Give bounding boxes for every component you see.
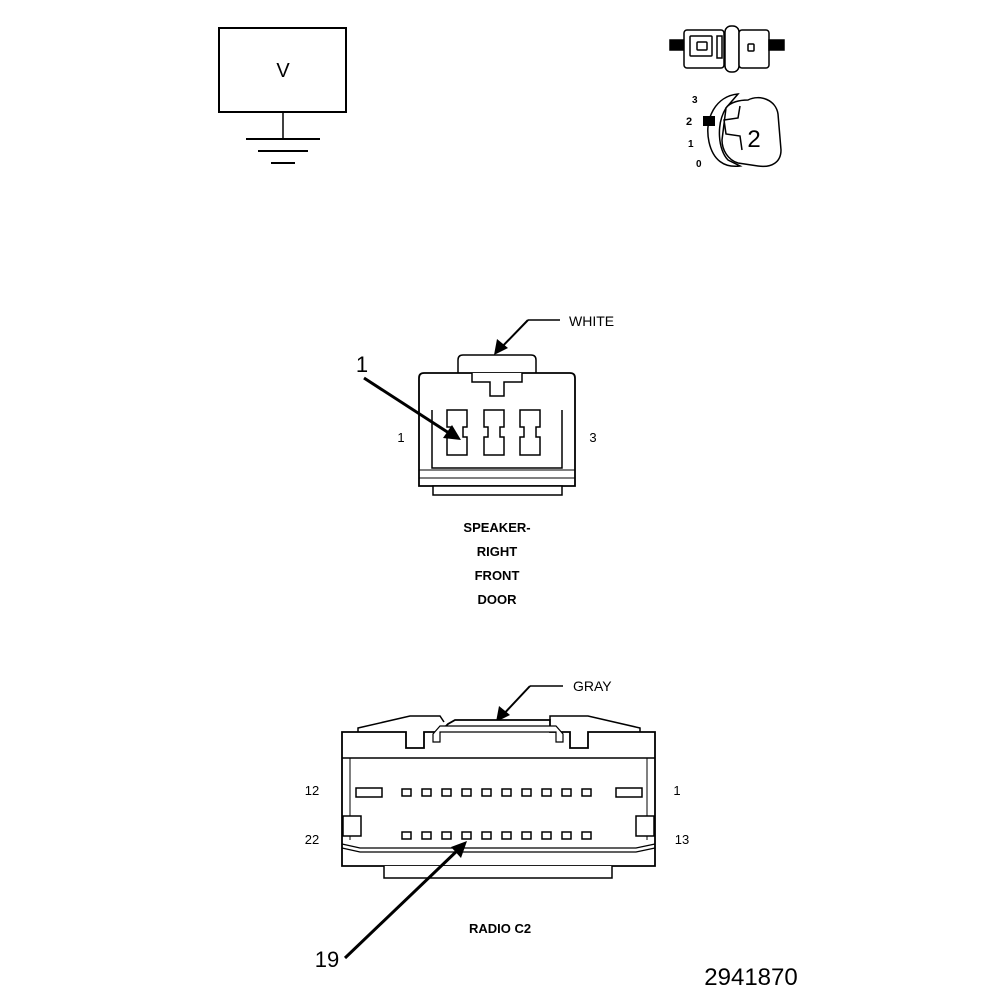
voltmeter-label: V (276, 60, 290, 82)
speaker-connector-color: WHITE (569, 313, 614, 329)
speaker-pin-cavities (446, 409, 541, 456)
voltmeter-symbol: V (218, 27, 347, 164)
ignition-position-1: 1 (688, 139, 694, 150)
speaker-connector-name-line-3: FRONT (475, 568, 520, 583)
ground-icon (246, 138, 320, 164)
ignition-position-2: 2 (686, 116, 692, 128)
speaker-connector-name-line-1: SPEAKER- (463, 520, 530, 535)
radio-pin-row-bottom (401, 831, 592, 840)
radio-bottom-right-pin-label: 13 (675, 832, 689, 847)
radio-connector-name: RADIO C2 (469, 921, 531, 936)
ignition-position-0: 0 (696, 159, 702, 170)
speaker-connector-name-line-4: DOOR (478, 592, 518, 607)
ignition-selected-mark (703, 116, 715, 126)
figure-id: 2941870 (704, 964, 797, 991)
radio-pin-row-top (355, 787, 643, 798)
radio-connector-color: GRAY (573, 678, 612, 694)
speaker-callout-pin: 1 (356, 352, 368, 377)
radio-top-right-pin-label: 1 (673, 783, 680, 798)
speaker-pin-right-label: 3 (589, 430, 596, 445)
connector-plug-icon (669, 25, 785, 73)
radio-callout-pin: 19 (315, 947, 339, 972)
ignition-selected-label: 2 (747, 126, 760, 153)
radio-bottom-left-pin-label: 22 (305, 832, 319, 847)
speaker-pin-left-label: 1 (397, 430, 404, 445)
radio-top-left-pin-label: 12 (305, 783, 319, 798)
speaker-connector-name-line-2: RIGHT (477, 544, 518, 559)
radio-connector: GRAY (305, 678, 689, 972)
ignition-key-icon: 3 2 1 0 2 (686, 93, 782, 170)
speaker-connector: WHITE 1 1 3 SPEAKER- RIGHT FRONT DOOR (356, 313, 614, 607)
ignition-position-3: 3 (692, 95, 698, 106)
